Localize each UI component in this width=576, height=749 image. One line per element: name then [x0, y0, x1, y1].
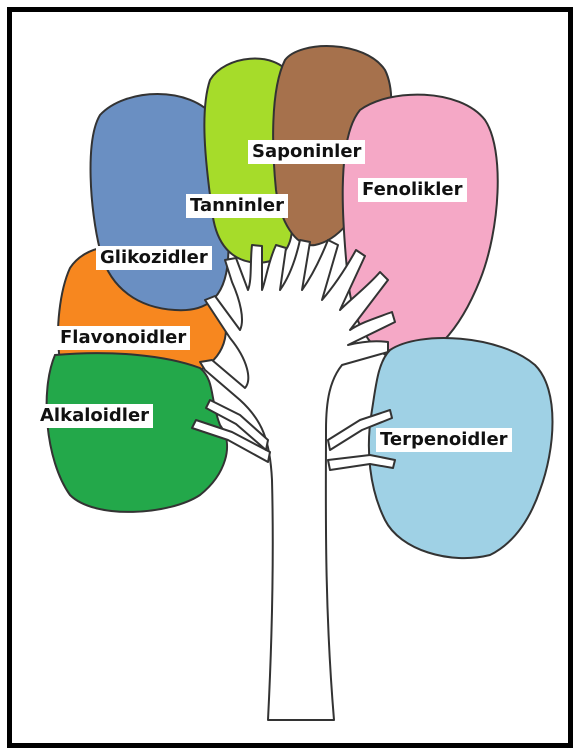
label-alkaloidler: Alkaloidler: [36, 404, 153, 428]
label-flavonoidler: Flavonoidler: [56, 326, 190, 350]
label-terpenoidler: Terpenoidler: [376, 428, 512, 452]
leaf-alkaloidler: [47, 353, 227, 512]
label-glikozidler: Glikozidler: [96, 246, 212, 270]
label-fenolikler: Fenolikler: [358, 178, 467, 202]
label-saponinler: Saponinler: [248, 140, 365, 164]
tree-trunk: [192, 240, 395, 720]
label-tanninler: Tanninler: [186, 194, 288, 218]
leaf-fenolikler: [343, 95, 498, 361]
